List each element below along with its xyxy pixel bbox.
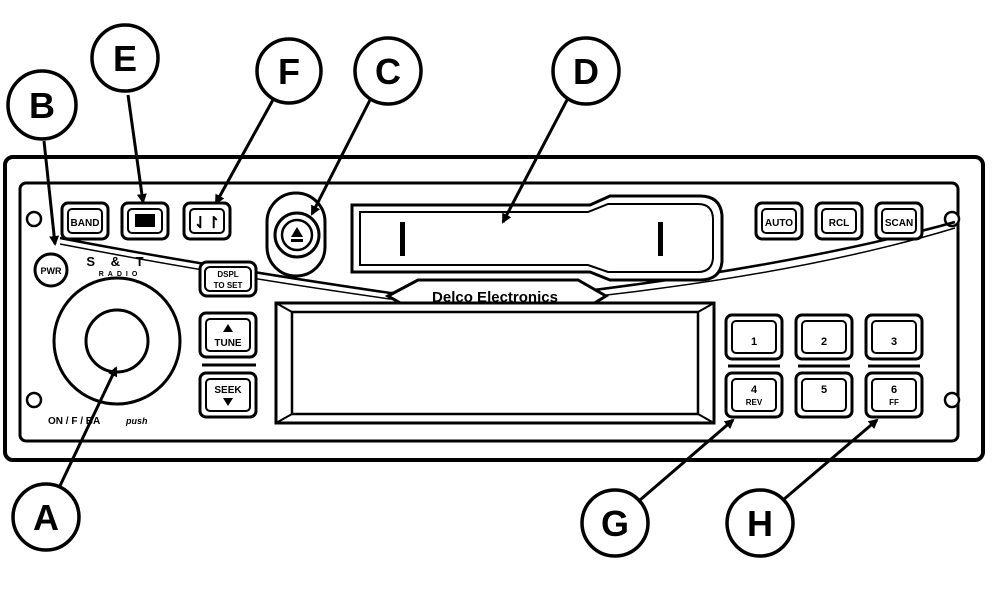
scan-button[interactable]: SCAN — [874, 201, 924, 241]
auto-button-label: AUTO — [765, 218, 793, 229]
up-arrow-icon — [223, 324, 233, 332]
tune-button[interactable]: TUNE — [198, 311, 258, 359]
eject-button[interactable] — [265, 191, 327, 278]
preset-button-2[interactable]: 2 — [794, 313, 854, 361]
st-title: S & T — [86, 254, 149, 269]
preset-button-5[interactable]: 5 — [794, 371, 854, 419]
tape-direction-button[interactable]: ⇃↾ — [182, 201, 232, 241]
callout-arrow-a — [56, 366, 118, 491]
down-arrow-icon — [223, 398, 233, 406]
preset-6-label: 6 — [891, 384, 897, 396]
preset-2-label: 2 — [821, 336, 827, 348]
callout-h: H — [725, 488, 795, 558]
tape-direction-icon: ⇃↾ — [194, 215, 221, 232]
callout-e-label: E — [113, 38, 137, 79]
volume-label: ON / F / BA — [48, 416, 100, 427]
callout-arrow-f — [214, 97, 276, 205]
power-button-label: PWR — [41, 266, 62, 276]
preset-5-label: 5 — [821, 384, 827, 396]
preset-button-4[interactable]: 4 REV — [724, 371, 784, 419]
auto-button[interactable]: AUTO — [754, 201, 804, 241]
volume-push-label: push — [125, 416, 148, 426]
callout-arrow-g — [639, 418, 735, 502]
callout-arrow-d — [501, 99, 569, 224]
power-button[interactable]: PWR — [33, 252, 69, 288]
preset-button-3[interactable]: 3 — [864, 313, 924, 361]
callout-arrow-c — [310, 99, 372, 216]
mount-hole-left-bottom — [25, 391, 43, 409]
callout-d: D — [551, 36, 621, 106]
callout-g-label: G — [601, 503, 629, 544]
mount-hole-right-bottom — [943, 391, 961, 409]
callout-d-label: D — [573, 51, 599, 92]
preset-3-label: 3 — [891, 336, 897, 348]
callout-c-label: C — [375, 51, 401, 92]
tape-button[interactable] — [120, 201, 170, 241]
display-window — [274, 301, 716, 425]
callout-b-label: B — [29, 85, 55, 126]
callout-f: F — [255, 37, 323, 105]
scan-button-label: SCAN — [885, 218, 913, 229]
callout-arrow-h — [782, 418, 879, 502]
callout-f-label: F — [278, 51, 300, 92]
preset-1-label: 1 — [751, 336, 757, 348]
st-subtitle: RADIO — [99, 271, 142, 278]
callout-c: C — [353, 36, 423, 106]
cassette-slot[interactable] — [350, 194, 724, 282]
callout-a: A — [11, 482, 81, 552]
mount-hole-left-top — [25, 210, 43, 228]
preset-6-sublabel: FF — [889, 398, 899, 407]
band-button-label: BAND — [71, 218, 100, 229]
display-button[interactable]: DSPL TO SET — [198, 260, 258, 298]
volume-knob[interactable] — [52, 276, 182, 406]
preset-4-label: 4 — [751, 384, 758, 396]
preset-button-1[interactable]: 1 — [724, 313, 784, 361]
tune-button-label: TUNE — [214, 338, 242, 349]
callout-g: G — [580, 488, 650, 558]
display-button-label-1: DSPL — [217, 270, 238, 279]
callout-arrow-b — [42, 140, 60, 246]
callout-e: E — [90, 23, 160, 93]
callout-h-label: H — [747, 503, 773, 544]
callout-b: B — [6, 69, 78, 141]
callout-arrow-e — [126, 94, 147, 204]
preset-button-6[interactable]: 6 FF — [864, 371, 924, 419]
seek-button[interactable]: SEEK — [198, 371, 258, 419]
preset-4-sublabel: REV — [746, 398, 763, 407]
rcl-button-label: RCL — [829, 218, 850, 229]
eject-icon — [291, 227, 303, 242]
display-button-label-2: TO SET — [214, 281, 243, 290]
tape-icon — [135, 214, 155, 227]
callout-a-label: A — [33, 497, 59, 538]
rcl-button[interactable]: RCL — [814, 201, 864, 241]
band-button[interactable]: BAND — [60, 201, 110, 241]
seek-button-label: SEEK — [214, 385, 242, 396]
